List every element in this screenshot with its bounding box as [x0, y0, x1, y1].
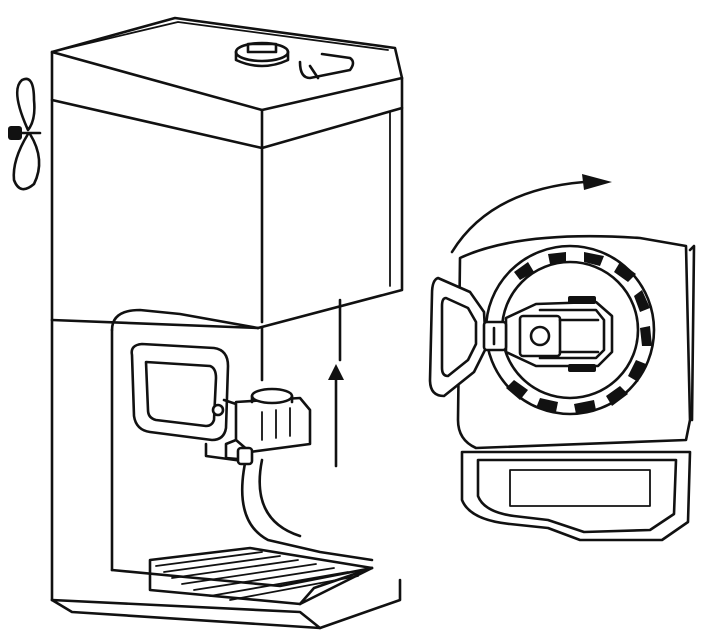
- machine-body-upper: [50, 98, 404, 330]
- center-lock: [504, 296, 614, 372]
- dispenser-top-view: [428, 174, 696, 542]
- detail-handle: [428, 276, 508, 398]
- machine-side-view: [8, 16, 404, 630]
- machine-lid: [50, 16, 404, 150]
- lid-knob: [234, 41, 290, 68]
- drip-tray: [148, 546, 374, 606]
- nozzle-unit: [204, 387, 312, 466]
- dispense-handle: [130, 342, 244, 442]
- machine-body-lower: [50, 298, 402, 630]
- rotate-arrow-icon: [450, 174, 612, 254]
- up-arrow-icon: [328, 364, 344, 468]
- cord-wrap-icon: [8, 77, 42, 191]
- detail-housing: [456, 234, 696, 542]
